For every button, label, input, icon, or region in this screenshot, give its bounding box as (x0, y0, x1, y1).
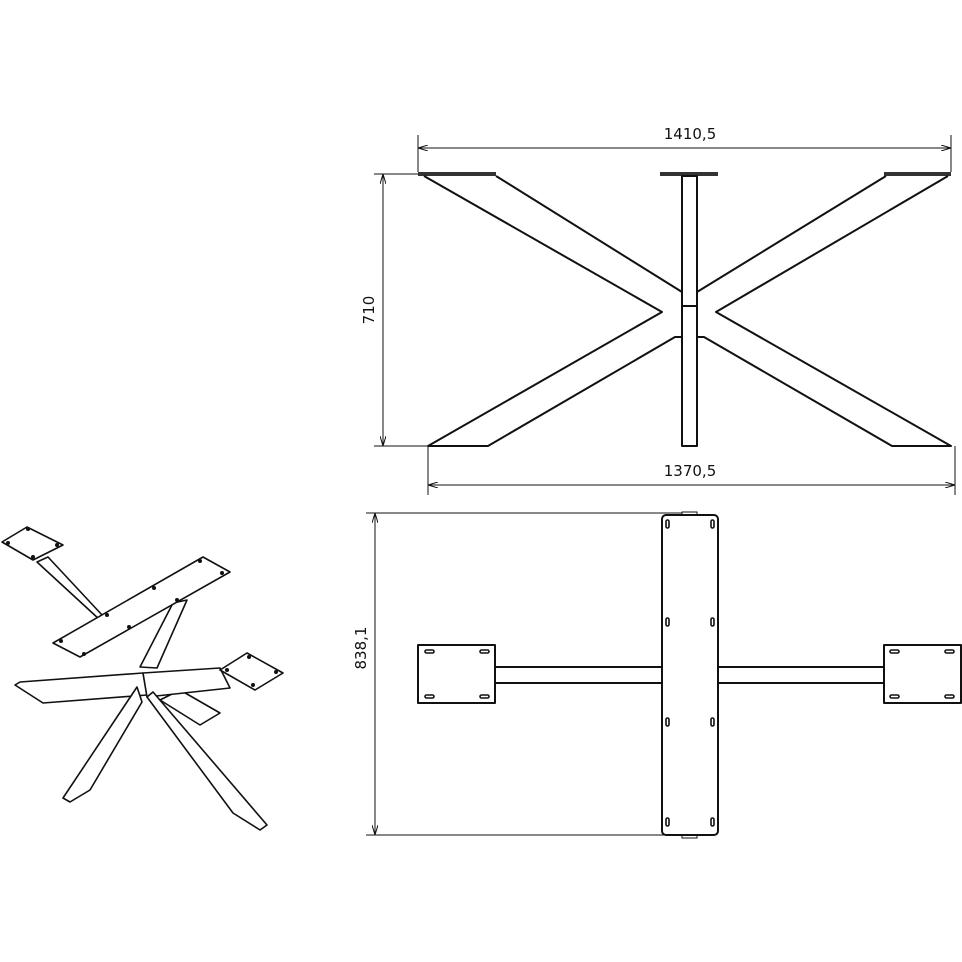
rear-right-leg (139, 599, 188, 669)
right-mount-plate (883, 644, 962, 704)
right-leg (697, 175, 952, 447)
dimension-depth: 838,1 (352, 512, 682, 836)
dimension-width-bottom: 1370,5 (427, 446, 956, 495)
iso-plate-rear-left (1, 526, 64, 561)
rear-left-leg (36, 556, 104, 621)
left-leg (423, 175, 682, 447)
iso-plate-right (219, 652, 284, 691)
dimension-width-top: 1410,5 (417, 125, 952, 172)
left-mount-plate (417, 644, 496, 704)
right-arm-iso (142, 667, 231, 698)
front-view (418, 172, 952, 447)
isometric-view (1, 526, 284, 831)
center-top-plate (660, 172, 718, 176)
left-arm-iso (14, 672, 148, 704)
right-top-plate (884, 172, 951, 176)
right-arm (717, 666, 885, 684)
front-left-leg (62, 686, 143, 803)
left-arm (494, 666, 663, 684)
left-top-plate (418, 172, 496, 176)
iso-center-plate (52, 556, 231, 658)
dimension-label-710: 710 (360, 296, 378, 325)
dimension-label-1370: 1370,5 (664, 462, 717, 480)
dimension-height: 710 (360, 173, 428, 447)
center-post (681, 175, 698, 447)
dimension-label-1410: 1410,5 (664, 125, 717, 143)
rear-stub (159, 689, 221, 726)
center-plate (661, 514, 719, 836)
dimension-label-838: 838,1 (352, 627, 370, 670)
top-view (417, 511, 962, 839)
front-right-leg (146, 691, 268, 831)
